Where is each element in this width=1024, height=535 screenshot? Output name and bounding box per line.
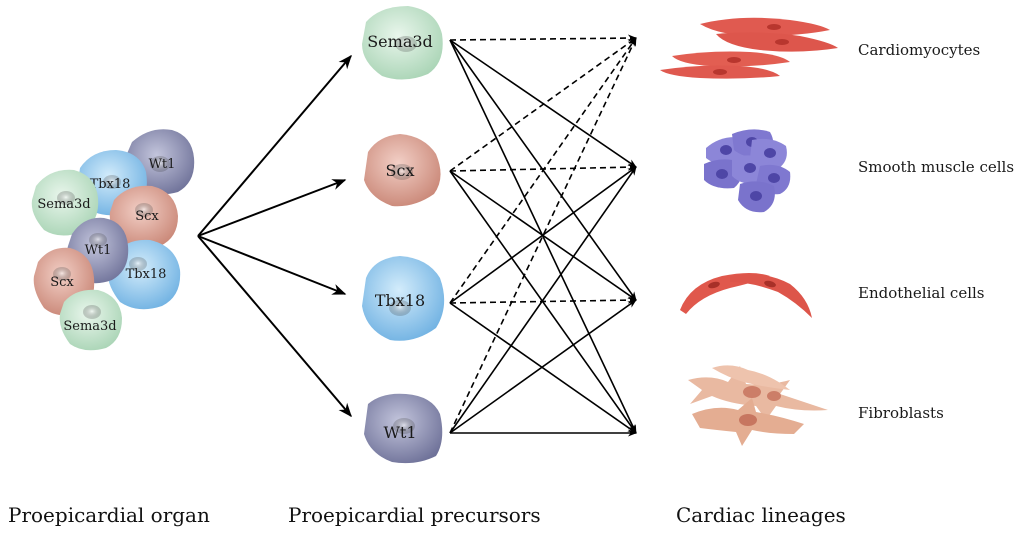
precursor-label-scx: Scx	[386, 161, 415, 180]
arrow-organ-to-sema3d	[197, 54, 352, 237]
arrow-organ-to-tbx18	[197, 235, 347, 295]
lineage-fibroblasts-illustration	[688, 365, 828, 446]
arrow-wt1-to-cardiomyocytes-dashed	[449, 37, 637, 434]
smooth-muscle-cell	[738, 181, 775, 213]
arrow-organ-to-wt1	[197, 235, 352, 418]
lineage-label-endothelial: Endothelial cells	[858, 284, 984, 302]
fibroblast-cell	[712, 365, 790, 401]
arrow-scx-to-fibroblasts-solid	[449, 170, 637, 434]
arrow-tbx18-to-fibroblasts-solid	[449, 302, 637, 434]
lineage-label-fibroblasts: Fibroblasts	[858, 404, 944, 422]
organ-cell-label: Wt1	[149, 157, 176, 172]
organ-cell-label: Sema3d	[63, 319, 116, 334]
arrow-wt1-to-smooth-muscle-cells-solid	[449, 166, 637, 434]
precursor-to-lineage-arrows	[449, 34, 637, 437]
arrow-sema3d-to-endothelial-cells-solid	[449, 39, 637, 301]
column-title-organ: Proepicardial organ	[8, 503, 210, 527]
organ-cell-sema3d-bottom: Sema3d	[59, 289, 122, 351]
proepicardial-organ-cluster: Wt1 Tbx18 Sema3d Scx Tbx18	[31, 129, 195, 351]
arrow-sema3d-to-fibroblasts-solid	[449, 39, 637, 434]
precursor-cell-tbx18: Tbx18	[362, 256, 445, 341]
organ-cell-label: Tbx18	[126, 267, 167, 282]
lineage-label-smooth-muscle: Smooth muscle cells	[858, 158, 1014, 176]
precursor-label-wt1: Wt1	[383, 423, 416, 442]
organ-cell-label: Scx	[135, 209, 159, 224]
lineage-label-cardiomyocytes: Cardiomyocytes	[858, 41, 980, 59]
organ-cell-label: Sema3d	[37, 197, 90, 212]
arrow-sema3d-to-cardiomyocytes-dashed	[449, 34, 637, 42]
organ-cell-label: Scx	[50, 275, 74, 290]
organ-cell-label: Wt1	[85, 243, 112, 258]
arrow-organ-to-scx	[197, 179, 347, 237]
precursor-cell-sema3d: Sema3d	[362, 6, 443, 80]
endothelial-cell	[730, 274, 812, 318]
column-title-lineages: Cardiac lineages	[676, 503, 846, 527]
organ-cell-scx-middle: Scx	[109, 185, 178, 249]
cardiomyocyte-cell	[700, 17, 830, 36]
precursor-cells: Sema3d Scx Tbx18 Wt1	[362, 6, 445, 464]
organ-cell-sema3d-left: Sema3d	[31, 169, 99, 236]
cardiomyocyte-cell	[660, 65, 780, 79]
precursor-cell-scx: Scx	[364, 134, 441, 207]
lineage-smooth-muscle-illustration	[704, 129, 791, 213]
fibroblast-cell	[692, 398, 804, 446]
organ-to-precursor-arrows	[197, 54, 352, 418]
precursor-label-sema3d: Sema3d	[367, 32, 433, 51]
cardiomyocyte-cell	[672, 51, 790, 67]
precursor-cell-wt1: Wt1	[364, 393, 443, 464]
organ-cell-label: Tbx18	[90, 177, 131, 192]
column-title-precursors: Proepicardial precursors	[288, 503, 541, 527]
precursor-label-tbx18: Tbx18	[375, 291, 425, 310]
lineage-cardiomyocytes-illustration	[660, 17, 838, 79]
fibroblast-cell	[688, 366, 828, 420]
arrow-sema3d-to-smooth-muscle-cells-solid	[449, 39, 637, 168]
arrow-scx-to-cardiomyocytes-dashed	[449, 37, 637, 172]
lineage-labels: Cardiomyocytes Smooth muscle cells Endot…	[858, 41, 1014, 422]
arrow-tbx18-to-smooth-muscle-cells-solid	[449, 166, 637, 304]
arrow-wt1-to-endothelial-cells-solid	[449, 299, 637, 434]
lineage-endothelial-illustration	[680, 273, 812, 318]
cardiomyocyte-cell	[716, 32, 838, 52]
